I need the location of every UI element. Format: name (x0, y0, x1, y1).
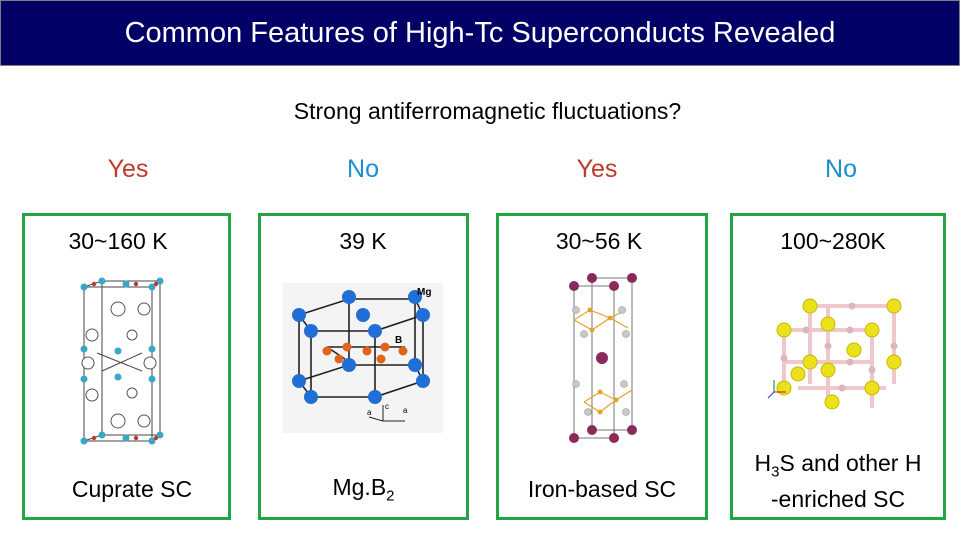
label-h3s-line2: -enriched SC (770, 485, 906, 512)
a2-axis-label: a (367, 408, 372, 417)
label-h3s-part1: H (754, 450, 772, 476)
answer-iron: Yes (576, 155, 618, 183)
temperature-mgb2: 39 K (339, 228, 387, 254)
card-h3s (730, 213, 946, 520)
mg-label: Mg (417, 287, 431, 298)
label-iron: Iron-based SC (527, 476, 677, 502)
label-h3s-part2: S and other H (779, 450, 922, 476)
question-text: Strong antiferromagnetic fluctuations? (293, 98, 682, 124)
card-iron (496, 213, 708, 520)
temperature-cuprate: 30~160 K (68, 228, 168, 254)
a-axis-label: a (403, 406, 408, 415)
answer-mgb2: No (347, 155, 379, 183)
label-mgb2-main: Mg.B (332, 474, 387, 500)
temperature-iron: 30~56 K (555, 228, 643, 254)
label-mgb2: Mg.B2 (258, 474, 469, 505)
card-cuprate (22, 213, 231, 520)
temperature-h3s: 100~280K (780, 228, 886, 254)
label-h3s: H3S and other H -enriched SC (730, 450, 946, 513)
iron-based-structure-image (569, 273, 637, 443)
title-bar: Common Features of High-Tc Superconducts… (0, 0, 960, 66)
cuprate-structure-image (80, 277, 164, 445)
answer-cuprate: Yes (107, 155, 149, 183)
card-mgb2 (258, 213, 469, 520)
h3s-structure-image (767, 298, 902, 410)
c-axis-label: c (385, 402, 389, 411)
mgb2-structure-image: Mg B c a a (283, 283, 443, 433)
label-cuprate: Cuprate SC (71, 476, 193, 502)
label-h3s-line1: H3S and other H (730, 450, 946, 486)
slide-title: Common Features of High-Tc Superconducts… (124, 16, 836, 49)
b-label: B (395, 335, 402, 346)
label-mgb2-sub: 2 (386, 487, 395, 505)
answer-h3s: No (825, 155, 857, 183)
label-h3s-sub: 3 (771, 463, 780, 481)
